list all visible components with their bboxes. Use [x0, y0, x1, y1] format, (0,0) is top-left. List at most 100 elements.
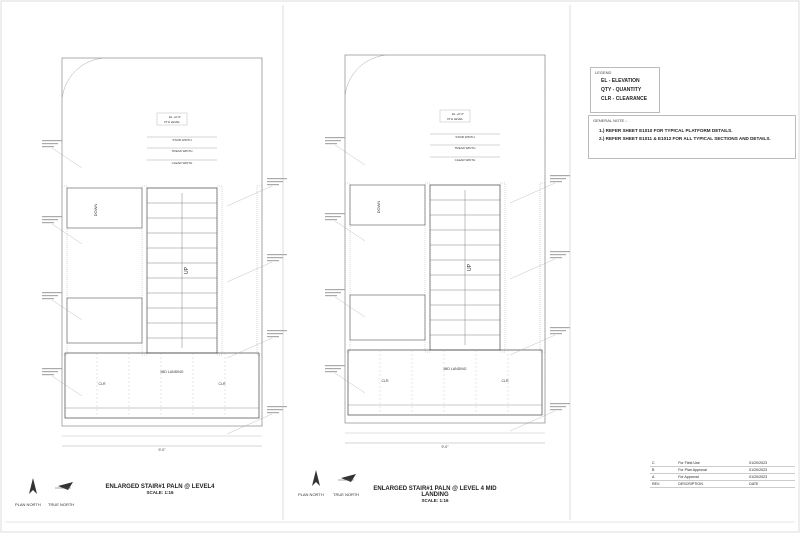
callout-text: [42, 216, 62, 218]
callout-text: [42, 146, 54, 148]
callout-text: [42, 298, 54, 300]
callout-leader: [51, 147, 83, 169]
rev-header: DESCRIPTION: [676, 480, 748, 488]
general-notes-box: GENERAL NOTE :- 1.) REFER SHEET E1010 FO…: [588, 115, 796, 159]
callout-text: [267, 178, 287, 180]
door-swing: [344, 54, 391, 101]
rev-header: DATE: [747, 480, 795, 488]
level-tag: EL +0'-0": [169, 115, 181, 119]
callout-text: [325, 371, 337, 373]
plan-north-icon: [29, 478, 37, 494]
callout-text: [267, 333, 283, 335]
true-north-icon: [58, 482, 73, 490]
callout-leader: [226, 185, 273, 207]
dimension-label: CLEAR WIDTH: [455, 158, 476, 162]
callout-leader: [509, 258, 556, 280]
callout-text: [325, 292, 341, 294]
clr-label: CLR: [381, 379, 388, 383]
callout-text: [267, 257, 283, 259]
rev-id: A: [650, 473, 677, 481]
callout-leader: [334, 372, 366, 394]
overall-dimension: 9'-0": [159, 448, 167, 452]
dimension-label: STAIR WIDTH: [455, 135, 474, 139]
callout-text: [325, 216, 341, 218]
level-tag: EL +0'-0": [452, 112, 464, 116]
legend-item: QTY - QUANTITY: [601, 87, 642, 93]
clr-label: CLR: [501, 379, 508, 383]
legend-box: LEGEND EL - ELEVATION QTY - QUANTITY CLR…: [590, 67, 660, 113]
rev-id: B: [650, 466, 677, 474]
callout-text: [325, 365, 345, 367]
clr-label: CLR: [218, 382, 225, 386]
callout-text: [42, 140, 62, 142]
callout-text: [267, 409, 283, 411]
landing: [64, 352, 260, 419]
plan-scale: SCALE: 1:16: [146, 490, 174, 495]
platform: [349, 184, 426, 226]
clr-label: CLR: [98, 382, 105, 386]
rev-desc: For Plan Approval: [676, 466, 748, 474]
plan-north-label: PLAN NORTH: [298, 492, 324, 497]
callout-text: [325, 219, 337, 221]
level-tag-box: [439, 109, 471, 123]
rev-date: 01/20/2023: [747, 473, 795, 481]
callout-text: [550, 175, 570, 177]
callout-text: [325, 368, 341, 370]
callout-text: [550, 178, 566, 180]
platform: [66, 187, 143, 229]
level-label: XTH LEVEL: [164, 120, 181, 124]
rev-desc: For Field Use: [676, 460, 748, 467]
callout-text: [267, 406, 287, 408]
callout-text: [550, 254, 566, 256]
column-edge: [344, 182, 351, 353]
rev-header: REV.: [650, 480, 677, 488]
callout-text: [42, 219, 58, 221]
level-label: XTH LEVEL: [447, 117, 464, 121]
callout-leader: [509, 182, 556, 204]
callout-text: [267, 330, 287, 332]
callout-text: [550, 181, 562, 183]
callout-text: [267, 260, 279, 262]
callout-text: [325, 140, 341, 142]
column-edge: [499, 182, 506, 353]
true-north-label: TRUE NORTH: [48, 502, 75, 507]
dimension-label: STAIR WIDTH: [172, 138, 191, 142]
callout-leader: [226, 337, 273, 359]
legend-item: EL - ELEVATION: [601, 78, 640, 84]
platform: [349, 294, 426, 341]
callout-leader: [509, 410, 556, 432]
true-north-label: TRUE NORTH: [333, 492, 360, 497]
callout-text: [42, 368, 62, 370]
callout-leader: [334, 220, 366, 242]
notes-title: GENERAL NOTE :-: [593, 118, 628, 123]
callout-text: [42, 295, 58, 297]
dimension-label: CLEAR WIDTH: [172, 161, 193, 165]
callout-leader: [334, 296, 366, 318]
plan-scale: SCALE: 1:16: [421, 498, 449, 503]
column-edge: [424, 182, 431, 353]
callout-text: [42, 374, 54, 376]
down-label: DOWN: [376, 201, 381, 214]
plan-north-label: PLAN NORTH: [15, 502, 41, 507]
callout-text: [550, 406, 566, 408]
callout-text: [550, 333, 562, 335]
callout-text: [325, 295, 337, 297]
callout-leader: [226, 413, 273, 435]
column-edge: [539, 182, 546, 353]
legend-item: CLR - CLEARANCE: [601, 96, 648, 102]
overall-dimension: 9'-0": [442, 445, 450, 449]
up-label: UP: [184, 266, 190, 274]
mid-landing-tag: MID LANDING: [161, 370, 184, 374]
callout-text: [325, 143, 337, 145]
callout-text: [267, 412, 279, 414]
callout-text: [42, 292, 62, 294]
